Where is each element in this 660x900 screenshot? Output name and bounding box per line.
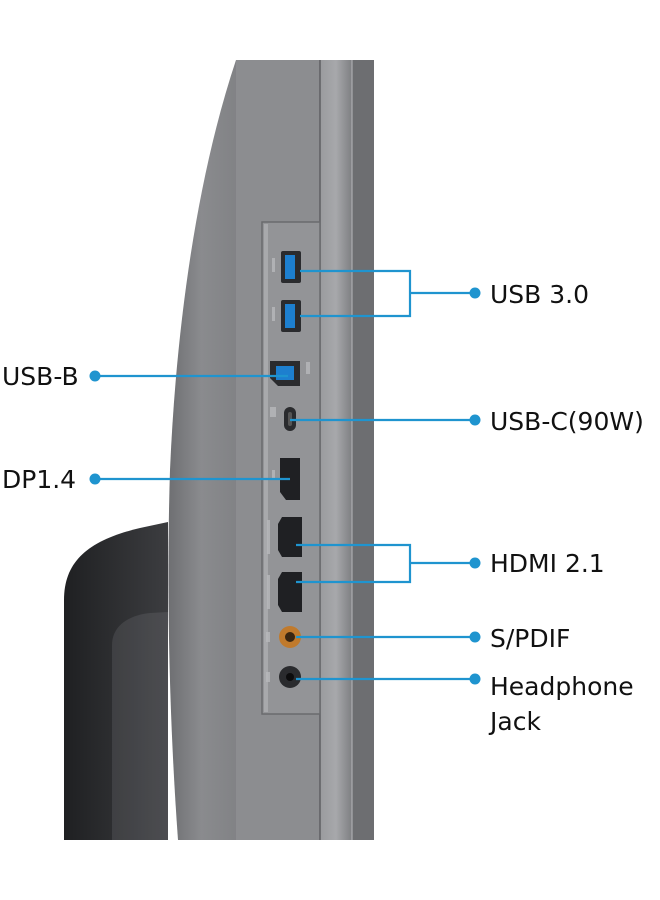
spdif-port <box>279 626 301 648</box>
callout-lines <box>95 269 475 681</box>
callout-dots <box>89 287 481 685</box>
monitor-front-edge <box>352 60 374 840</box>
label-headphone: Headphone Jack <box>490 672 634 736</box>
usb30-leader <box>300 269 475 318</box>
usb-a-port-2 <box>281 300 301 332</box>
headphone-port <box>279 666 301 688</box>
label-usbc: USB-C(90W) <box>490 407 644 436</box>
label-spdif: S/PDIF <box>490 624 571 653</box>
label-usbb: USB-B <box>2 362 79 391</box>
hdmi-port-1 <box>278 572 302 612</box>
usb-a-port-1 <box>281 251 301 283</box>
hdmi-port-2 <box>278 517 302 557</box>
hdmi-leader <box>296 543 475 584</box>
label-usb30: USB 3.0 <box>490 280 590 309</box>
label-hdmi: HDMI 2.1 <box>490 549 605 578</box>
monitor-stand <box>64 522 168 840</box>
label-dp: DP1.4 <box>2 465 77 494</box>
usb-b-port <box>270 361 300 386</box>
monitor-bezel-edge <box>320 60 352 840</box>
